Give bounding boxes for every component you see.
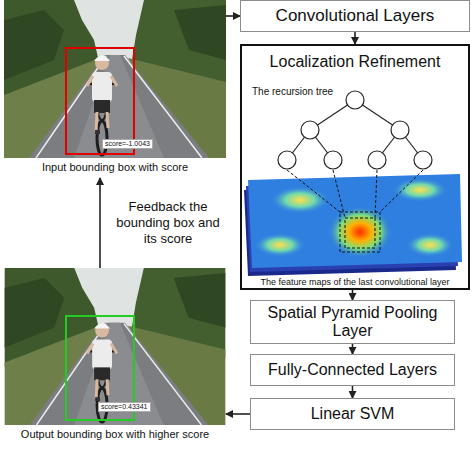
tree-label: The recursion tree — [252, 86, 333, 98]
flow-arrow — [99, 178, 101, 268]
refinement-panel: Localization RefinementThe recursion tre… — [240, 44, 470, 290]
flow-arrow — [354, 32, 356, 44]
flow-arrow — [352, 290, 354, 300]
image-caption: Input bounding box with score — [4, 161, 226, 174]
box-label: Linear SVM — [311, 405, 395, 423]
layer-box: Fully-Connected Layers — [250, 354, 455, 386]
classifier-box: Linear SVM — [250, 398, 455, 430]
edge-label: Feedback the bounding box and its score — [112, 199, 224, 247]
layer-box: Spatial Pyramid Pooling Layer — [250, 300, 455, 344]
flow-arrow — [226, 15, 240, 17]
photo-frame: score=0.43341Output bounding box with hi… — [4, 268, 226, 445]
layer-box: Convolutional Layers — [240, 0, 470, 32]
box-label: Fully-Connected Layers — [268, 361, 437, 379]
image-caption: Output bounding box with higher score — [4, 428, 226, 441]
photo-frame: score=-1.0043Input bounding box with sco… — [4, 0, 226, 178]
score-label: score=0.43341 — [98, 402, 151, 412]
flow-arrow — [352, 386, 354, 398]
box-label: Spatial Pyramid Pooling Layer — [257, 304, 448, 341]
score-label: score=-1.0043 — [102, 139, 153, 149]
flow-arrow — [352, 344, 354, 354]
box-label: Convolutional Layers — [276, 6, 435, 26]
flow-arrow — [226, 413, 250, 415]
panel-title: Localization Refinement — [242, 52, 468, 71]
feature-map-label: The feature maps of the last convolution… — [242, 277, 468, 288]
